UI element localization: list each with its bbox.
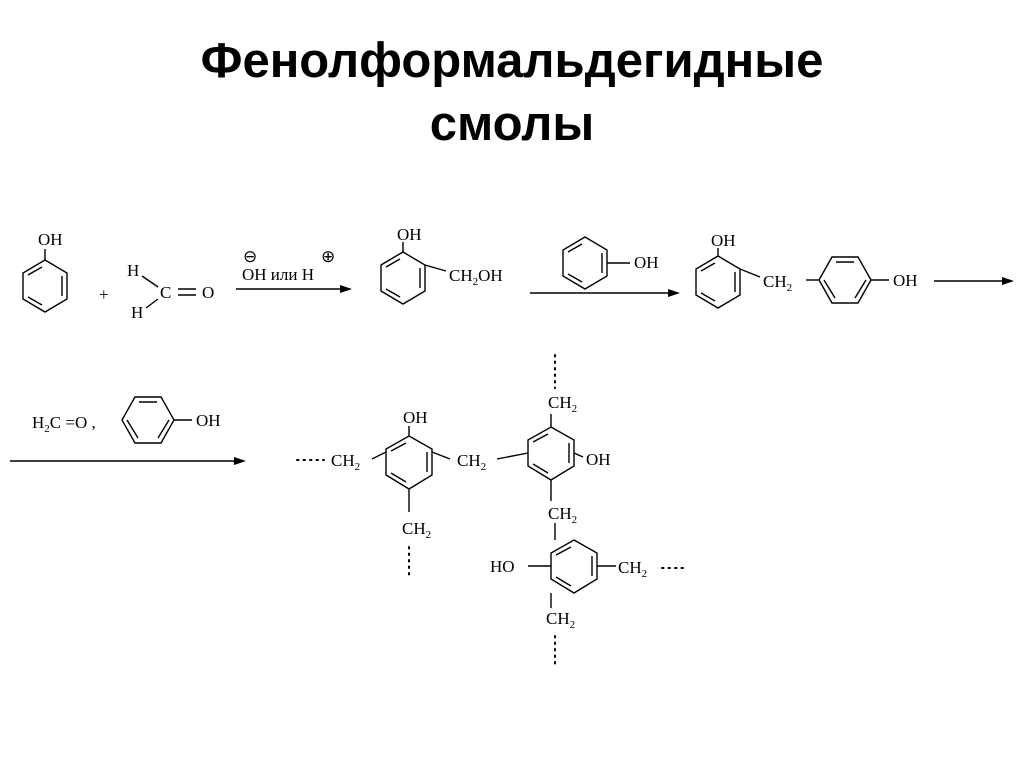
row-2-phenol-oh: OH — [196, 411, 221, 430]
formaldehyde-h-top: H — [127, 261, 139, 280]
title-line-1: Фенолформальдегидные — [200, 34, 824, 88]
resin-ch2-ring-1-bottom: CH2 — [402, 519, 431, 541]
phenol-molecule: OH — [22, 230, 68, 313]
formaldehyde-carbon: C — [160, 283, 171, 302]
plus-sign: + — [99, 285, 109, 304]
title-line-2: смолы — [429, 97, 595, 151]
arrow-2-phenol-oh: OH — [634, 253, 659, 272]
resin-ring-1-oh: OH — [403, 408, 428, 427]
phenol-oh-label: OH — [38, 230, 63, 249]
resin-ch2-ring-3-bottom: CH2 — [546, 609, 575, 631]
arrow-2: OH — [530, 236, 680, 297]
resin-ch2-bridge: CH2 — [457, 451, 486, 473]
resin-ring-3-ho: HO — [490, 557, 515, 576]
arrow-3 — [934, 277, 1014, 285]
hydroxymethylphenol-molecule: OH CH2OH — [380, 225, 503, 305]
slide-title: Фенолформальдегидные смолы — [0, 30, 1024, 156]
formaldehyde-h-bottom: H — [131, 303, 143, 322]
formaldehyde-formula: H2C =O , — [32, 413, 96, 435]
product-2-oh-right: OH — [893, 271, 918, 290]
resin-ch2-ring-3-right: CH2 — [618, 558, 647, 580]
formaldehyde-molecule: H H C O — [127, 261, 214, 322]
arrow-1: ⊖ ⊕ OH или H — [236, 247, 352, 293]
product-2-oh-left: OH — [711, 231, 736, 250]
product-1-oh-label: OH — [397, 225, 422, 244]
arrow-1-conditions: OH или H — [242, 265, 314, 284]
hydroxide-charge-icon: ⊖ — [243, 247, 257, 266]
product-2-ch2: CH2 — [763, 272, 792, 294]
resin-ring-2-oh: OH — [586, 450, 611, 469]
diphenylmethane-molecule: OH CH2 OH — [695, 231, 918, 309]
resin-ch2-ring-2-bottom: CH2 — [548, 504, 577, 526]
resin-ch2-top: CH2 — [548, 393, 577, 415]
resin-network: OH CH2 CH2 CH2 OH CH2 CH2 HO CH2 CH2 — [296, 354, 689, 669]
arrow-4 — [10, 457, 246, 465]
resin-ch2-left: CH2 — [331, 451, 360, 473]
formaldehyde-oxygen: O — [202, 283, 214, 302]
proton-charge-icon: ⊕ — [321, 247, 335, 266]
row-2-reagents: H2C =O , OH — [32, 396, 221, 444]
product-1-ch2: CH2OH — [449, 266, 503, 288]
